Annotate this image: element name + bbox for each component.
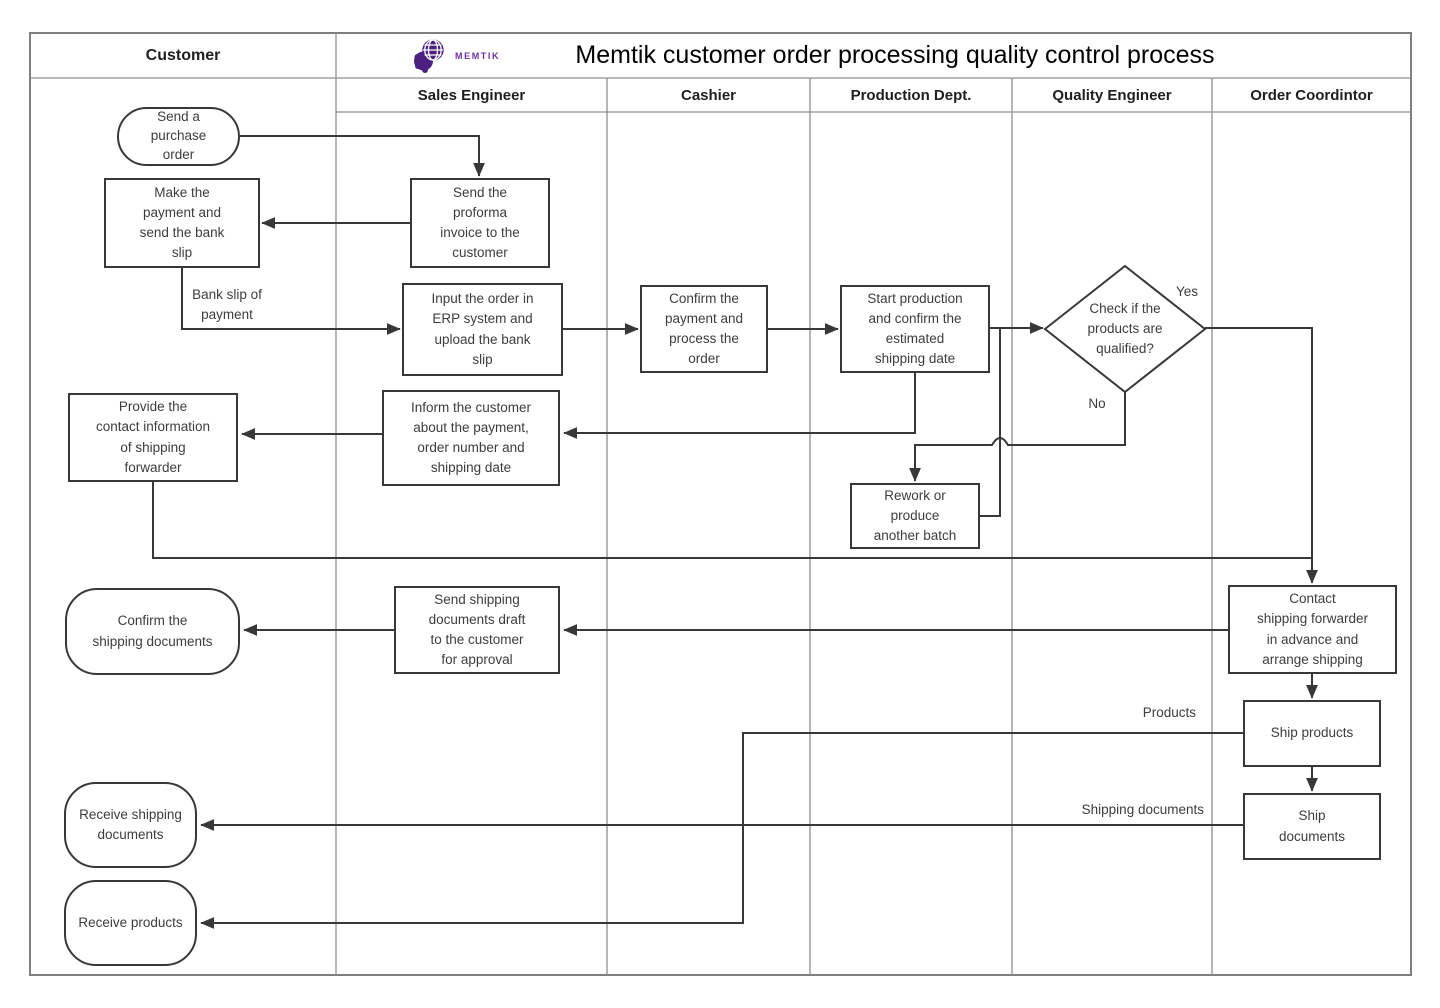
node-check-qualified-label: Check if the products are qualified?: [1087, 300, 1163, 357]
lane-header-customer-label: Customer: [145, 46, 221, 64]
node-provide-contact-info: Provide the contact information of shipp…: [68, 393, 238, 482]
diagram-title: Memtik customer order processing quality…: [540, 33, 1250, 78]
node-send-proforma-invoice: Send the proforma invoice to the custome…: [410, 178, 550, 268]
node-contact-shipping-forwarder: Contact shipping forwarder in advance an…: [1228, 585, 1397, 674]
lane-header-sales-label: Sales Engineer: [417, 86, 526, 104]
lane-header-production-label: Production Dept.: [850, 86, 972, 104]
node-send-purchase-order: Send a purchase order: [117, 107, 240, 166]
edge-label-no: No: [1088, 396, 1106, 411]
lane-header-production-dept: Production Dept.: [810, 78, 1012, 112]
node-start-production: Start production and confirm the estimat…: [840, 285, 990, 373]
node-make-payment: Make the payment and send the bank slip: [104, 178, 260, 268]
swimlane-grid: [29, 32, 1412, 976]
node-receive-shipping-documents: Receive shipping documents: [64, 782, 197, 868]
diagram-title-text: Memtik customer order processing quality…: [575, 41, 1215, 69]
lane-header-cashier-label: Cashier: [680, 86, 737, 104]
brand-logo-group: MEMTIK: [410, 35, 500, 76]
lane-header-order-label: Order Coordintor: [1250, 86, 1373, 104]
node-confirm-payment: Confirm the payment and process the orde…: [640, 285, 768, 373]
memtik-logo-icon: [414, 38, 444, 73]
lane-header-customer: Customer: [30, 33, 336, 78]
edge-label-shipping-documents: Shipping documents: [1081, 802, 1204, 817]
lane-header-cashier: Cashier: [607, 78, 810, 112]
brand-text: MEMTIK: [455, 50, 501, 61]
node-input-order-erp: Input the order in ERP system and upload…: [402, 283, 563, 376]
node-rework-batch: Rework or produce another batch: [850, 483, 980, 549]
node-ship-documents: Ship documents: [1243, 793, 1381, 860]
lane-header-quality-label: Quality Engineer: [1052, 86, 1172, 104]
edge-label-products: Products: [1142, 705, 1196, 720]
node-inform-customer: Inform the customer about the payment, o…: [382, 390, 560, 486]
edge-label-yes: Yes: [1175, 284, 1199, 299]
edge-label-bank-slip: Bank slip of payment: [192, 287, 262, 323]
lane-header-sales-engineer: Sales Engineer: [336, 78, 607, 112]
node-ship-products: Ship products: [1243, 700, 1381, 767]
node-confirm-shipping-documents: Confirm the shipping documents: [65, 588, 240, 675]
lane-header-quality-engineer: Quality Engineer: [1012, 78, 1212, 112]
lane-header-order-coordintor: Order Coordintor: [1212, 78, 1411, 112]
connectors: [152, 135, 1318, 929]
node-receive-products: Receive products: [64, 880, 197, 966]
node-check-qualified-shape: [1043, 264, 1207, 394]
node-send-shipping-draft: Send shipping documents draft to the cus…: [394, 586, 560, 674]
